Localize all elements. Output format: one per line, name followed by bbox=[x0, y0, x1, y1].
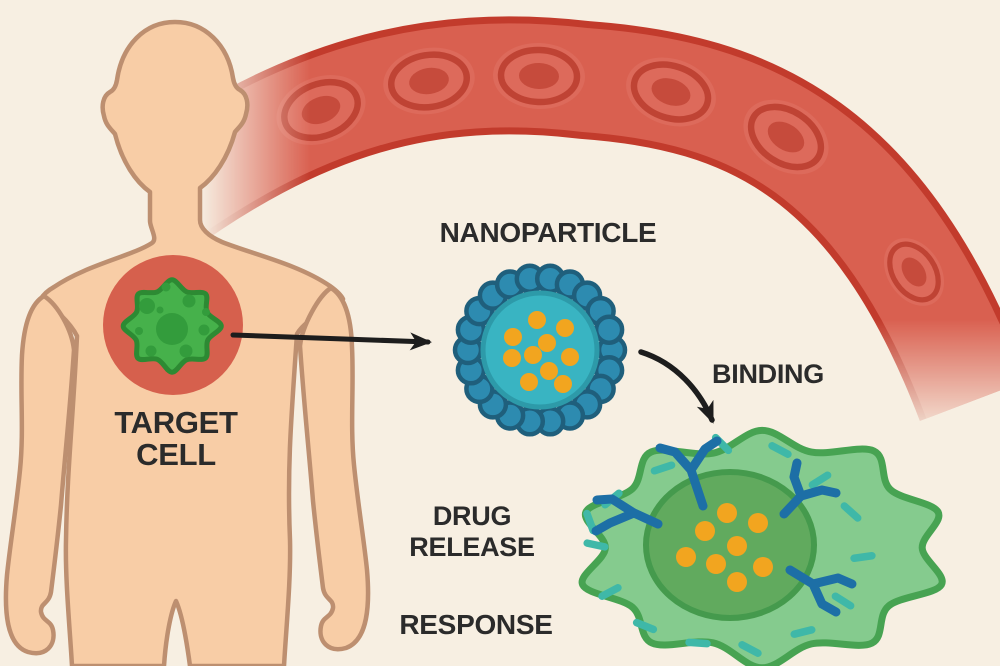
receptor-icon-bottom-right bbox=[785, 565, 857, 617]
drug-dot bbox=[717, 503, 737, 523]
drug-dot bbox=[561, 348, 579, 366]
cytoplasm-dash bbox=[768, 442, 792, 458]
drug-dot bbox=[706, 554, 726, 574]
response-label: RESPONSE bbox=[399, 609, 552, 640]
nanoparticle-drug-dots bbox=[503, 311, 579, 393]
arrow-binding bbox=[638, 349, 715, 424]
target-cell-spots bbox=[135, 282, 210, 358]
red-blood-cell bbox=[883, 238, 945, 306]
cytoplasm-dash bbox=[685, 638, 711, 648]
target-cell-spot bbox=[179, 344, 193, 358]
cytoplasm-dash bbox=[840, 502, 862, 522]
drug-dot bbox=[753, 557, 773, 577]
receptor-icon-right bbox=[779, 458, 841, 519]
red-blood-cell bbox=[276, 75, 366, 145]
red-blood-cell bbox=[743, 99, 829, 175]
red-blood-cell bbox=[493, 42, 585, 110]
drug-dot bbox=[554, 375, 572, 393]
target-cell-label-line2: CELL bbox=[136, 437, 216, 472]
drug-dot bbox=[727, 536, 747, 556]
cytoplasm-dash bbox=[632, 618, 658, 634]
cytoplasm-dash bbox=[831, 592, 855, 610]
drug-dot bbox=[556, 319, 574, 337]
nanoparticle-coating-beads bbox=[452, 263, 628, 437]
cytoplasm-dash bbox=[583, 539, 609, 551]
blood-vessel bbox=[104, 16, 1000, 422]
target-cell-spot bbox=[198, 324, 210, 336]
target-cell-spot bbox=[156, 306, 164, 314]
cytoplasm-dashes bbox=[583, 433, 876, 657]
nanoparticle-illustration bbox=[452, 263, 628, 437]
cytoplasm-dash bbox=[583, 509, 597, 535]
drug-dot bbox=[727, 572, 747, 592]
drug-dot bbox=[504, 328, 522, 346]
drug-dot bbox=[524, 346, 542, 364]
target-cell-spot bbox=[145, 345, 157, 357]
arrow-to-nanoparticle bbox=[230, 332, 432, 351]
receptor-icon-left bbox=[591, 494, 663, 536]
drug-dot bbox=[540, 362, 558, 380]
receptor-icon-top bbox=[655, 436, 722, 511]
drug-dot bbox=[538, 334, 556, 352]
body-left-arm bbox=[3, 293, 77, 656]
drug-dot bbox=[695, 521, 715, 541]
target-cell-spot bbox=[202, 308, 210, 316]
target-cell-label-line1: TARGET bbox=[114, 405, 238, 440]
drug-dot bbox=[528, 311, 546, 329]
target-cell-spot bbox=[182, 294, 196, 308]
receptors bbox=[591, 436, 857, 617]
drug-release-label-line1: DRUG bbox=[433, 501, 511, 531]
target-cell-spot bbox=[139, 298, 155, 314]
target-cell-spot bbox=[161, 282, 171, 292]
drug-dot bbox=[520, 373, 538, 391]
cytoplasm-dash bbox=[790, 626, 816, 638]
response-cell bbox=[578, 426, 946, 666]
drug-dot bbox=[676, 547, 696, 567]
cytoplasm-dash bbox=[650, 461, 676, 475]
red-blood-cell bbox=[626, 57, 716, 127]
body-right-arm bbox=[297, 285, 371, 652]
coating-bead bbox=[593, 314, 625, 345]
binding-label: BINDING bbox=[712, 359, 824, 389]
cytoplasm-dash bbox=[808, 471, 832, 489]
drug-dot bbox=[748, 513, 768, 533]
drug-dot bbox=[503, 349, 521, 367]
nanoparticle-label: NANOPARTICLE bbox=[440, 217, 657, 248]
cytoplasm-dash bbox=[738, 641, 762, 657]
cytoplasm-dash bbox=[598, 584, 622, 600]
drug-release-label-line2: RELEASE bbox=[409, 532, 534, 562]
target-cell-spot bbox=[135, 327, 143, 335]
cytoplasm-dash bbox=[850, 551, 876, 563]
red-blood-cells bbox=[276, 42, 945, 306]
red-blood-cell bbox=[383, 47, 475, 115]
target-cell-spot bbox=[156, 313, 188, 345]
nucleus-drug-dots bbox=[676, 503, 773, 592]
